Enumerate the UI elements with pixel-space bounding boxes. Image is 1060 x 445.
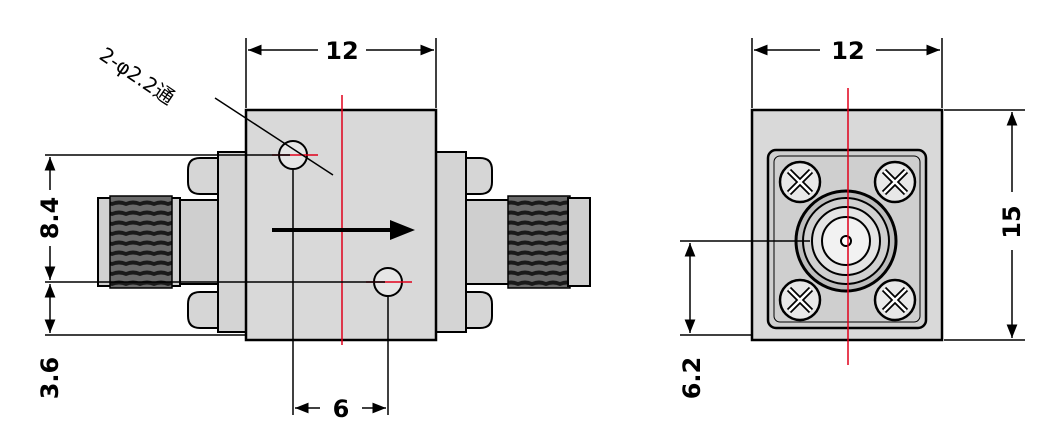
sma-connector-face (794, 189, 898, 293)
end-width-dimension: 12 (751, 37, 943, 108)
end-view: 12 15 6.2 (678, 37, 1026, 399)
left-label-lower: 3.6 (36, 357, 64, 400)
screw-top-left (778, 160, 822, 204)
side-width-dimension: 12 (245, 37, 437, 108)
left-label-upper: 8.4 (36, 197, 64, 240)
side-width-label: 12 (325, 37, 358, 65)
hole-spacing-dimension: 6 (292, 170, 389, 423)
center-height-dimension: 6.2 (678, 240, 810, 400)
center-height-label: 6.2 (678, 357, 706, 400)
screw-top-right (873, 160, 917, 204)
left-height-dimensions: 8.4 3.6 (34, 154, 385, 400)
screw-bottom-right (873, 278, 917, 322)
right-connector (435, 151, 591, 333)
screw-bottom-left (778, 278, 822, 322)
end-height-label: 15 (998, 205, 1026, 238)
isolator-body (244, 108, 438, 342)
hole-spacing-label: 6 (333, 395, 350, 423)
end-width-label: 12 (831, 37, 864, 65)
side-view: 12 2-φ2.2通 8.4 3.6 6 (34, 37, 591, 423)
end-height-dimension: 15 (944, 109, 1026, 341)
hole-note: 2-φ2.2通 (95, 42, 179, 109)
left-connector (97, 151, 249, 333)
